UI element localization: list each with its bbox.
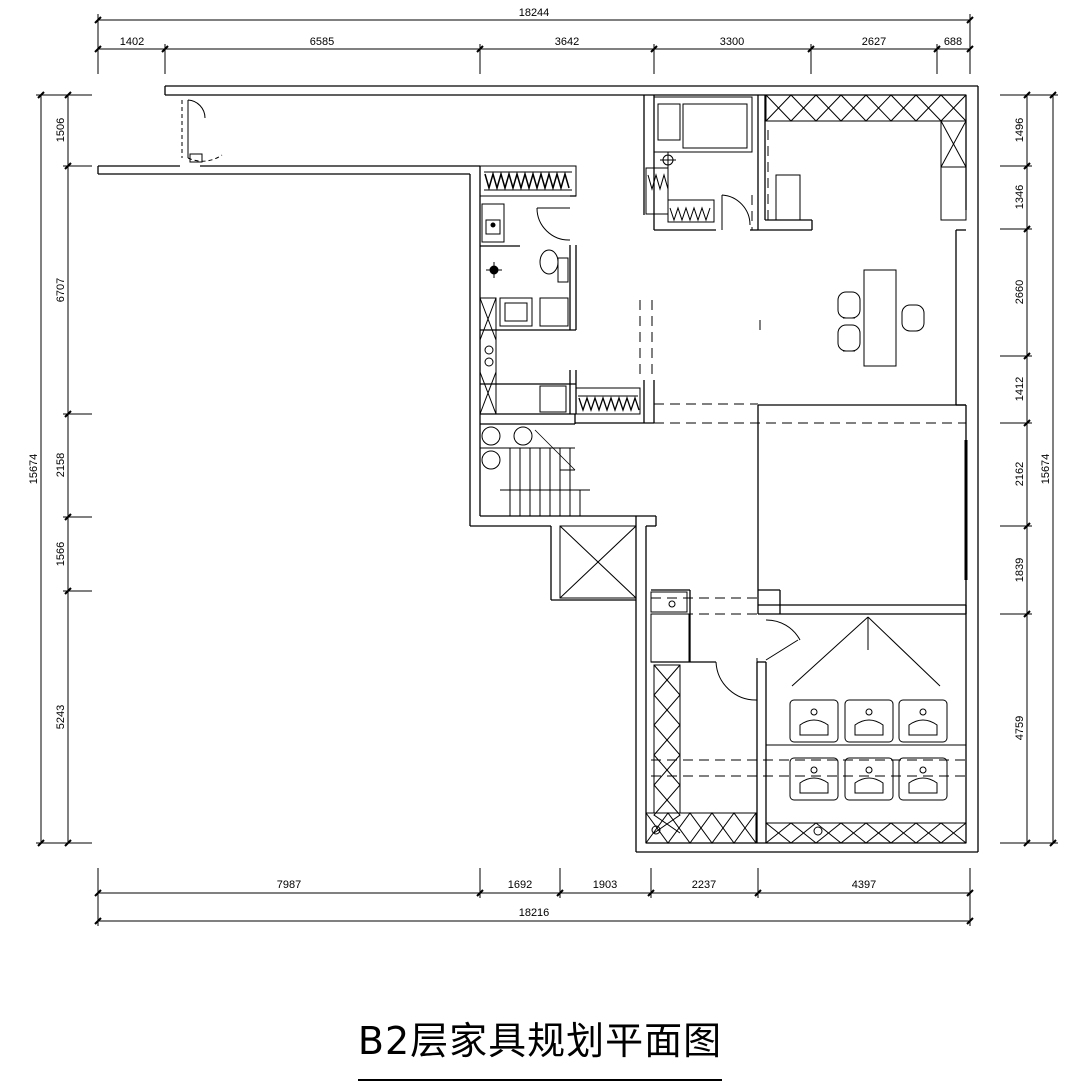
left-seg-2: 6707 xyxy=(55,278,67,302)
stairs xyxy=(480,426,590,516)
dashed-openings xyxy=(639,130,966,777)
right-seg-4: 1412 xyxy=(1014,377,1026,401)
top-seg-2: 6585 xyxy=(310,36,334,48)
right-seg-3: 2660 xyxy=(1014,280,1026,304)
top-seg-5: 2627 xyxy=(862,36,886,48)
top-seg-1: 1402 xyxy=(120,36,144,48)
left-seg-4: 1566 xyxy=(55,542,67,566)
left-total-label: 15674 xyxy=(28,454,40,485)
drawing-title: B2层家具规划平面图 xyxy=(357,1010,723,1081)
bottom-total-label: 18216 xyxy=(519,907,550,919)
right-total-label: 15674 xyxy=(1040,454,1052,485)
bottom-seg-2: 1692 xyxy=(508,879,532,891)
top-seg-6: 688 xyxy=(944,36,962,48)
doors xyxy=(181,99,801,701)
bottom-seg-1: 7987 xyxy=(277,879,301,891)
left-seg-5: 5243 xyxy=(55,705,67,729)
dining-set xyxy=(837,269,925,367)
storage-cabinets xyxy=(559,94,967,844)
right-seg-6: 1839 xyxy=(1014,558,1026,582)
top-seg-4: 3300 xyxy=(720,36,744,48)
right-seg-7: 4759 xyxy=(1014,716,1026,740)
right-dimension-chain xyxy=(1000,91,1058,847)
right-seg-5: 2162 xyxy=(1014,462,1026,486)
bottom-seg-4: 2237 xyxy=(692,879,716,891)
bottom-dimension-chain xyxy=(94,868,974,926)
floor-plan: 18244 1402 6585 3642 3300 2627 688 7987 … xyxy=(28,7,1058,926)
walls xyxy=(97,85,979,853)
top-seg-3: 3642 xyxy=(555,36,579,48)
bathroom-fixtures xyxy=(479,165,641,415)
dimension-labels: 18244 1402 6585 3642 3300 2627 688 7987 … xyxy=(28,7,1052,919)
booth-seating xyxy=(766,616,966,801)
left-seg-3: 2158 xyxy=(55,453,67,477)
top-dimension-chain xyxy=(94,14,974,74)
left-seg-1: 1506 xyxy=(55,118,67,142)
bottom-seg-5: 4397 xyxy=(852,879,876,891)
right-seg-2: 1346 xyxy=(1014,185,1026,209)
bottom-seg-3: 1903 xyxy=(593,879,617,891)
top-total-label: 18244 xyxy=(519,7,550,19)
utility-fixtures xyxy=(645,96,753,663)
right-seg-1: 1496 xyxy=(1014,118,1026,142)
title-block: B2层家具规划平面图 xyxy=(0,1010,1080,1081)
left-dimension-chain xyxy=(36,91,92,847)
